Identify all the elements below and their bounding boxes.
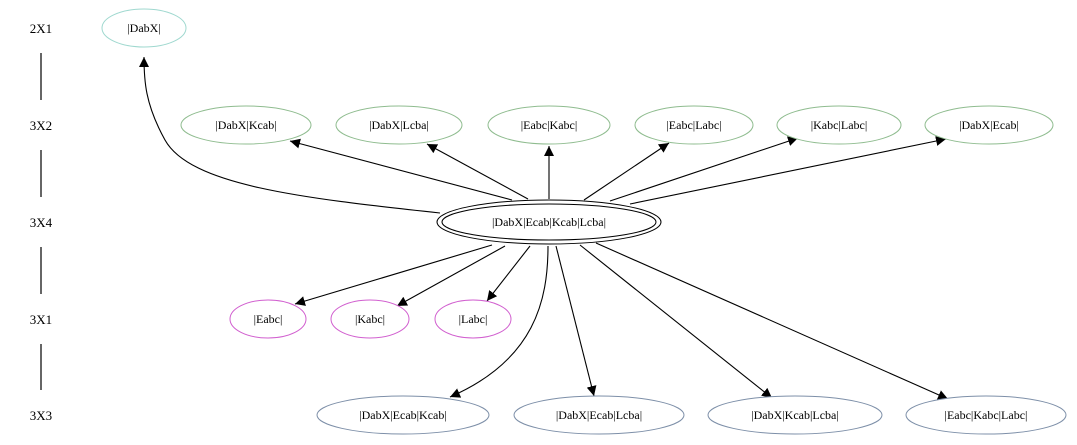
rank-label-2x1: 2X1	[30, 21, 52, 36]
node-label: |Eabc|Kabc|	[521, 118, 578, 132]
edge-n_center-to-n_eabc_labc	[583, 142, 670, 201]
node-ellipse	[905, 395, 1067, 435]
node-dabx[interactable]: |DabX|	[101, 8, 187, 48]
node-label: |DabX|Lcba|	[369, 118, 429, 132]
node-ellipse	[634, 105, 754, 145]
edge-n_center-to-n_dabx_kcab	[289, 138, 513, 201]
edge-n_center-to-n_ekl	[595, 242, 949, 400]
node-ellipse	[924, 105, 1054, 145]
node-eabc-labc[interactable]: |Eabc|Labc|	[634, 105, 754, 145]
edge-n_center-to-n_del	[555, 245, 597, 397]
edge-n_center-to-n_dabx	[139, 56, 441, 214]
node-ellipse	[335, 105, 463, 145]
node-ellipse	[707, 395, 883, 435]
node-ellipse	[434, 299, 512, 339]
rank-label-3x4: 3X4	[30, 215, 53, 230]
node-del[interactable]: |DabX|Ecab|Lcba|	[513, 395, 685, 435]
node-ellipse	[776, 105, 902, 145]
edge-layer	[139, 56, 949, 400]
node-dabx-lcba[interactable]: |DabX|Lcba|	[335, 105, 463, 145]
node-label: |DabX|Ecab|Kcab|Lcba|	[492, 215, 606, 229]
node-inner-ellipse	[441, 203, 657, 241]
node-label: |DabX|Ecab|Lcba|	[556, 408, 642, 422]
rank-label-3x2: 3X2	[30, 118, 52, 133]
node-labc[interactable]: |Labc|	[434, 299, 512, 339]
node-label: |DabX|Kcab|Lcba|	[751, 408, 839, 422]
edge-n_center-to-n_eabc	[294, 244, 493, 306]
node-ekl[interactable]: |Eabc|Kabc|Labc|	[905, 395, 1067, 435]
node-kabc-labc[interactable]: |Kabc|Labc|	[776, 105, 902, 145]
edge-n_center-to-n_dek	[449, 245, 549, 398]
node-label: |Eabc|Kabc|Labc|	[945, 408, 1028, 422]
node-label: |DabX|Kcab|	[215, 118, 276, 132]
node-eabc[interactable]: |Eabc|	[229, 299, 307, 339]
edge-n_center-to-n_dkl	[579, 244, 773, 399]
node-label: |Labc|	[459, 312, 488, 326]
node-ellipse	[513, 395, 685, 435]
node-label: |Kabc|Labc|	[811, 118, 868, 132]
edge-n_center-to-n_dabx_lcba	[426, 143, 529, 200]
node-ellipse	[229, 299, 307, 339]
node-label: |Kabc|	[355, 312, 385, 326]
edge-n_center-to-n_kabc_labc	[609, 136, 799, 202]
edge-n_center-to-n_dabx_ecab	[629, 136, 947, 205]
edge-n_center-to-n_labc	[486, 245, 531, 302]
node-label: |Eabc|Labc|	[666, 118, 721, 132]
node-dkl[interactable]: |DabX|Kcab|Lcba|	[707, 395, 883, 435]
node-label: |DabX|Ecab|	[959, 118, 1019, 132]
node-ellipse	[330, 299, 410, 339]
rank-label-3x3: 3X3	[30, 408, 52, 423]
node-ellipse	[316, 395, 490, 435]
node-eabc-kabc[interactable]: |Eabc|Kabc|	[487, 105, 611, 145]
node-center[interactable]: |DabX|Ecab|Kcab|Lcba|	[436, 199, 662, 245]
node-dek[interactable]: |DabX|Ecab|Kcab|	[316, 395, 490, 435]
node-dabx-kcab[interactable]: |DabX|Kcab|	[180, 105, 312, 145]
node-layer: |DabX| |DabX|Kcab| |DabX|Lcba| |Eabc|Kabc| |…	[101, 8, 1067, 435]
node-label: |DabX|	[127, 21, 160, 35]
node-ellipse	[101, 8, 187, 48]
node-ellipse	[436, 199, 662, 245]
node-label: |DabX|Ecab|Kcab|	[359, 408, 447, 422]
node-dabx-ecab[interactable]: |DabX|Ecab|	[924, 105, 1054, 145]
node-ellipse	[487, 105, 611, 145]
rank-label-3x1: 3X1	[30, 312, 52, 327]
edge-n_center-to-n_kabc	[396, 245, 506, 307]
node-kabc[interactable]: |Kabc|	[330, 299, 410, 339]
rank-axis: 2X1 3X2 3X4 3X1 3X3	[30, 21, 53, 423]
node-label: |Eabc|	[254, 312, 283, 326]
node-ellipse	[180, 105, 312, 145]
